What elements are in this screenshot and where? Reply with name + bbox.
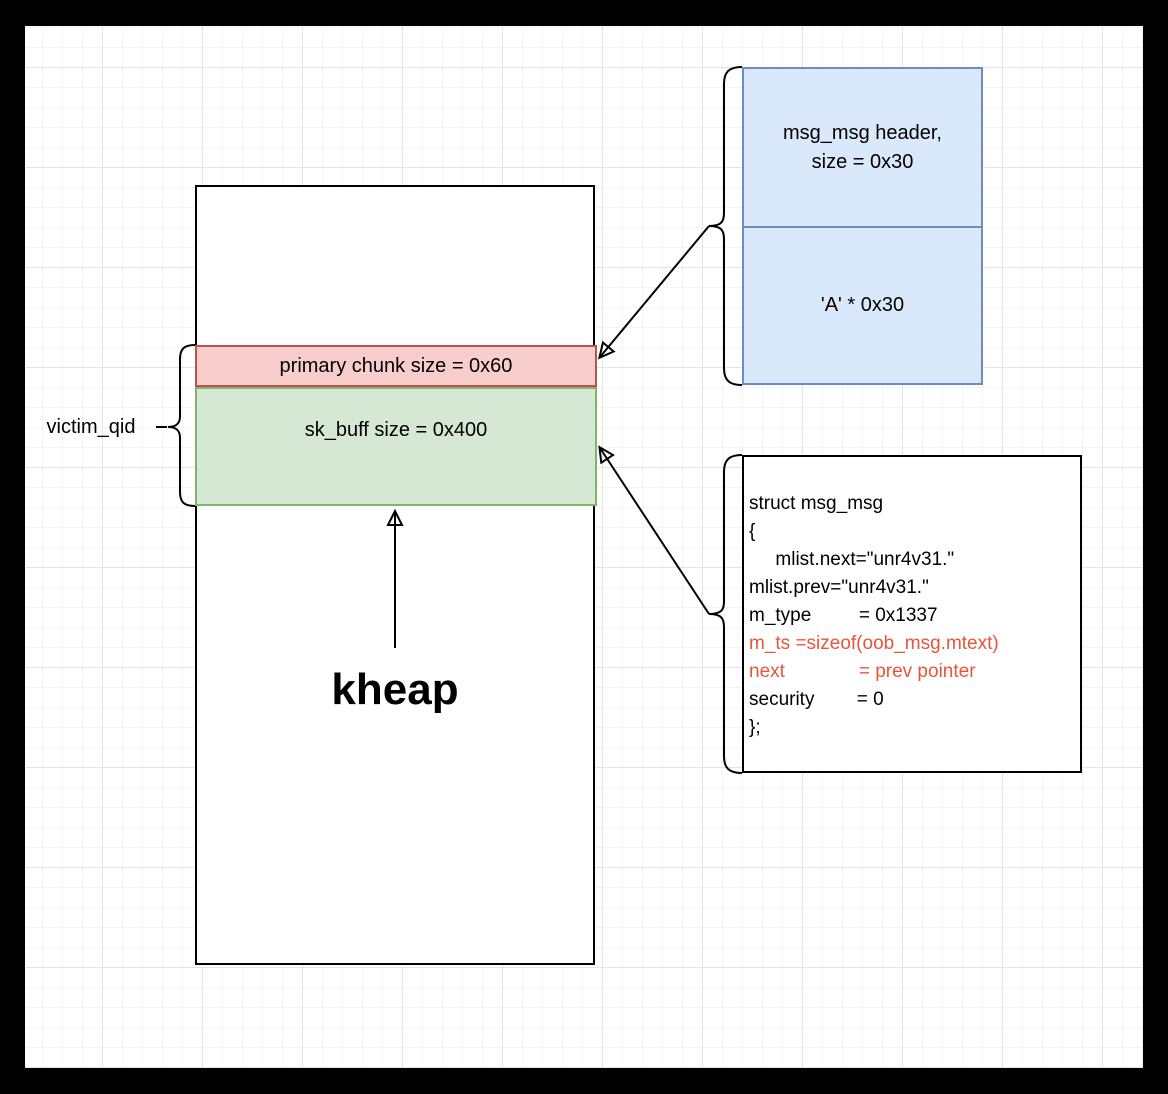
kheap-box: [195, 185, 595, 965]
code-line: {: [749, 521, 756, 542]
code-line: mlist.prev="unr4v31.": [749, 577, 929, 598]
msg-msg-header-line2: size = 0x30: [811, 150, 914, 173]
kheap-label: kheap: [331, 665, 459, 714]
msg-msg-header-cell: msg_msg header, size = 0x30: [744, 69, 981, 228]
code-line: struct msg_msg: [749, 493, 884, 514]
arrow-to-primary-chunk: [600, 225, 710, 357]
primary-chunk-band: primary chunk size = 0x60: [195, 345, 597, 387]
msg-msg-payload-cell: 'A' * 0x30: [744, 228, 981, 383]
victim-qid-brace: [167, 344, 196, 507]
code-line-highlighted: m_ts =sizeof(oob_msg.mtext): [749, 633, 999, 654]
struct-msg-msg-box: struct msg_msg { mlist.next="unr4v31." m…: [742, 455, 1082, 773]
msg-msg-box-brace: [708, 66, 743, 386]
msg-msg-header-line1: msg_msg header,: [783, 121, 942, 144]
sk-buff-band: sk_buff size = 0x400: [195, 387, 597, 506]
sk-buff-label: sk_buff size = 0x400: [304, 419, 488, 441]
victim-qid-label: victim_qid: [46, 416, 136, 438]
struct-box-brace: [708, 454, 743, 774]
code-line: mlist.next="unr4v31.": [749, 549, 955, 570]
arrow-to-sk-buff: [600, 448, 710, 615]
code-line: m_type = 0x1337: [749, 605, 938, 626]
diagram-canvas: primary chunk size = 0x60 sk_buff size =…: [25, 26, 1143, 1068]
code-line: };: [749, 717, 761, 738]
code-line-highlighted: next = prev pointer: [749, 661, 976, 682]
msg-msg-payload-label: 'A' * 0x30: [820, 294, 905, 316]
code-line: security = 0: [749, 689, 884, 710]
msg-msg-box: msg_msg header, size = 0x30 'A' * 0x30: [742, 67, 983, 385]
primary-chunk-label: primary chunk size = 0x60: [279, 354, 513, 377]
